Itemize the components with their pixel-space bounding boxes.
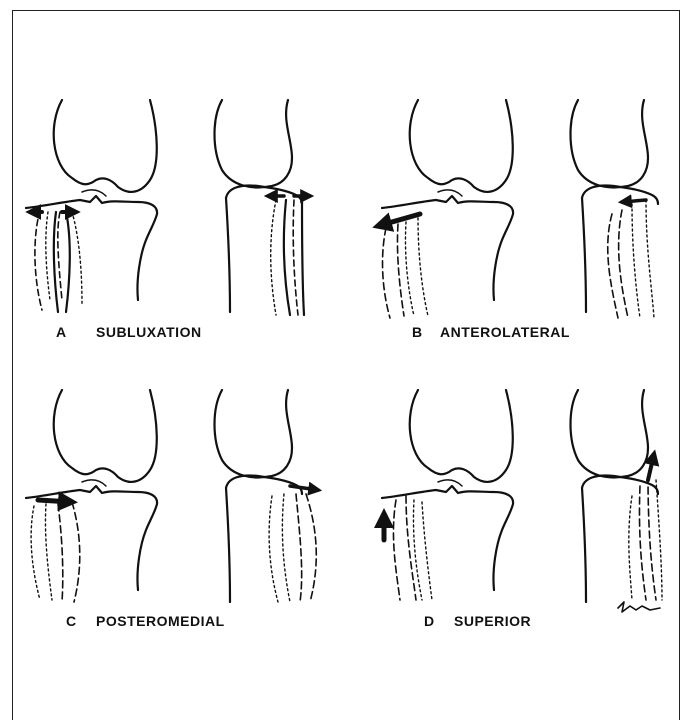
panel-a-letter: A <box>56 324 76 340</box>
panel-d-caption: SUPERIOR <box>454 613 531 629</box>
signature-mark <box>618 602 660 612</box>
panel-c-caption: POSTEROMEDIAL <box>96 613 225 629</box>
panel-d-frontal-view <box>382 390 513 600</box>
panel-c-frontal-view <box>26 390 157 602</box>
panel-a-lateral-view <box>215 100 311 315</box>
panel-c-letter: C <box>66 613 86 629</box>
panel-b-frontal-view <box>378 100 513 318</box>
panel-a-caption: SUBLUXATION <box>96 324 202 340</box>
panel-b-caption: ANTEROLATERAL <box>440 324 570 340</box>
panel-b-lateral-view <box>571 100 659 318</box>
panel-a-frontal-view <box>26 100 157 312</box>
panel-d-letter: D <box>424 613 444 629</box>
panel-b-letter: B <box>412 324 432 340</box>
panel-c-lateral-view <box>215 390 319 602</box>
panel-d-lateral-view <box>571 390 663 612</box>
